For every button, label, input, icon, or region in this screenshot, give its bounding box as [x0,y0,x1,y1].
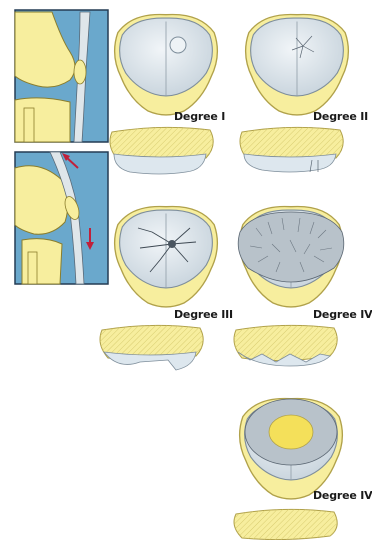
label-degree-1: Degree I [174,110,225,123]
lesion-fibrillation [238,212,344,282]
label-degree-3: Degree III [174,308,233,321]
degree-4a-patella [234,206,344,366]
degree-2-patella [240,14,348,172]
tibia-shape [15,98,70,142]
label-degree-2: Degree II [313,110,368,123]
knee-panel-extended [15,10,108,142]
exposed-bone [269,415,313,449]
degree-4b-patella [234,398,342,539]
lesion-blister [170,37,186,53]
label-degree-4b: Degree IV [313,489,372,502]
label-degree-4a: Degree IV [313,308,372,321]
knee-panel-flexed [15,152,108,284]
patella-shape [74,60,86,84]
degree-3-patella [100,206,217,370]
fibula-shape [28,252,37,284]
degree-1-patella [110,14,217,174]
fibula-shape [24,108,34,142]
